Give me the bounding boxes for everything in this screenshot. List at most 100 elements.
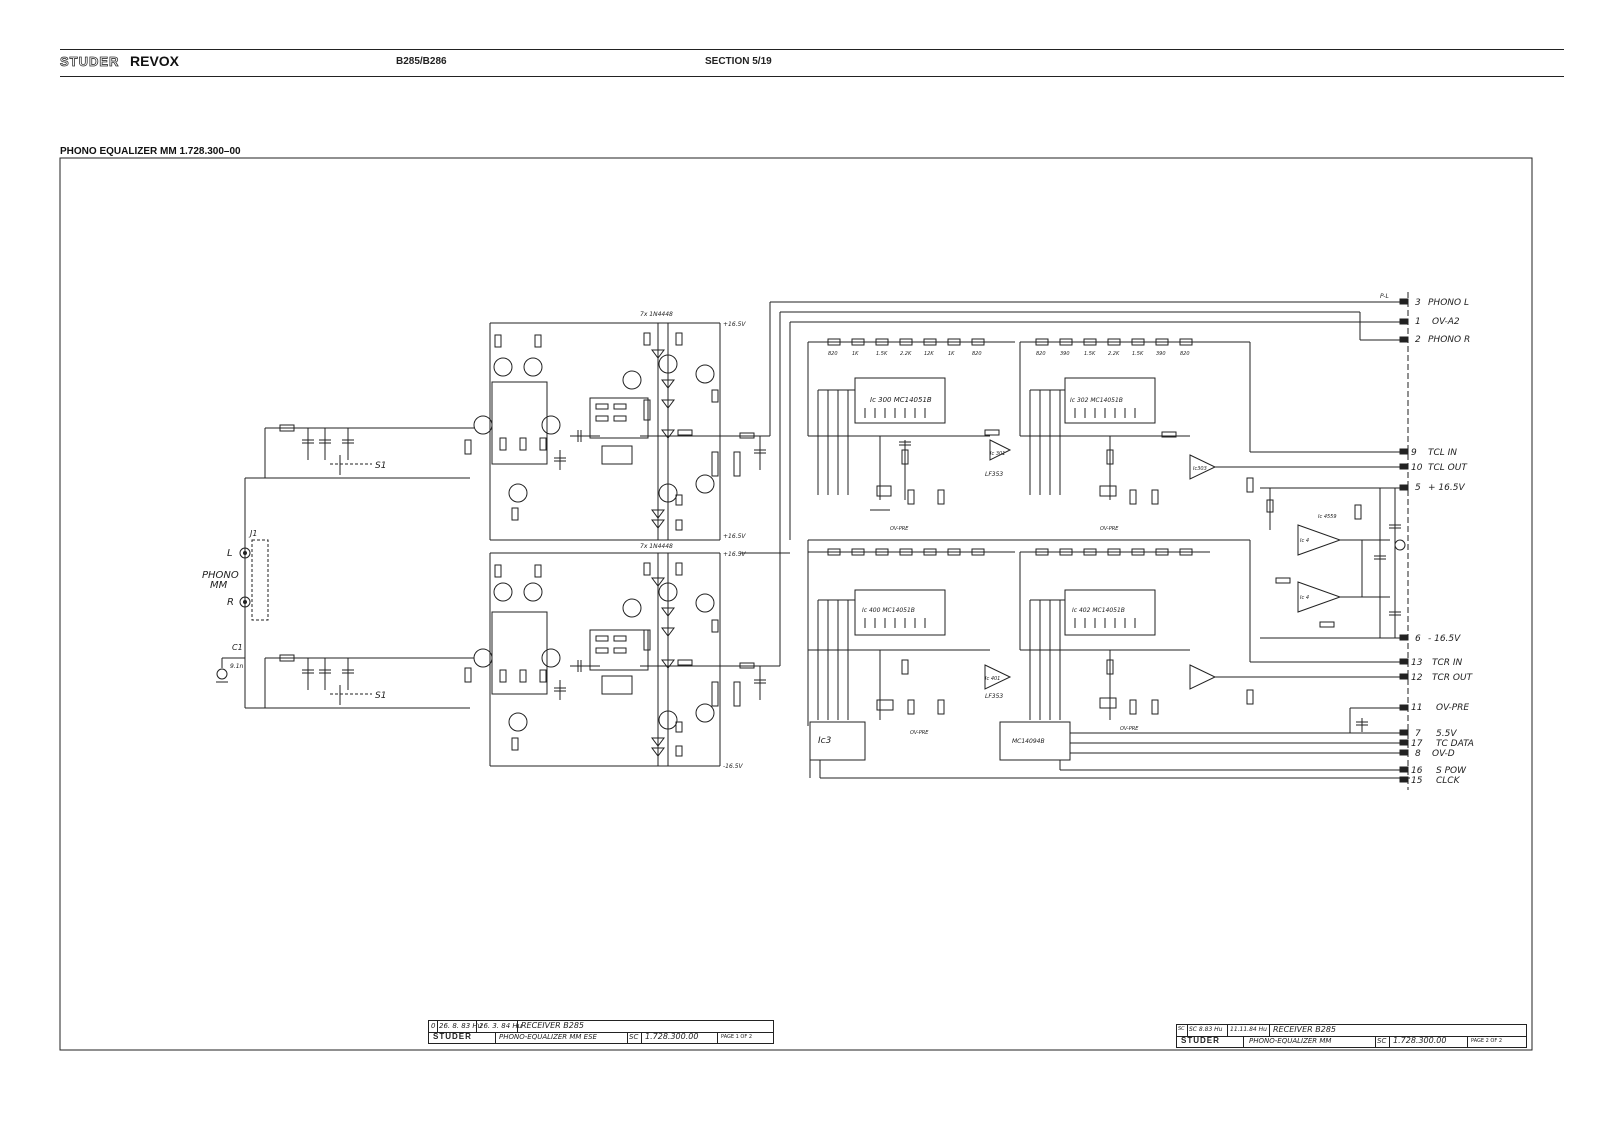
- tb2-rev: SC: [1178, 1026, 1185, 1032]
- model-number: B285/B286: [396, 56, 447, 67]
- brand-studer: STUDER: [60, 54, 120, 70]
- ic3-label: Ic3: [818, 736, 832, 746]
- ic4a-label: Ic 4: [1300, 538, 1309, 544]
- diagram-title: PHONO EQUALIZER MM 1.728.300–00: [60, 146, 241, 157]
- pin-13-num: 13: [1411, 658, 1423, 668]
- ic400-label: Ic 400 MC14051B: [862, 607, 915, 614]
- connector-pins: [1399, 298, 1409, 783]
- ov-pre-label-3: OV-PRE: [910, 730, 929, 736]
- tb2-brand: STUDER: [1181, 1036, 1220, 1045]
- pin-16-label: S POW: [1436, 766, 1467, 776]
- tone-control-left-2: [1019, 338, 1408, 505]
- pin-9-num: 9: [1411, 448, 1417, 458]
- tb2-date1: SC 8.83 Hu: [1189, 1026, 1223, 1033]
- pin-12-num: 12: [1411, 673, 1423, 683]
- diode-note-top: 7x 1N4448: [640, 311, 673, 318]
- lf353-bottom: LF353: [985, 693, 1003, 700]
- ic302-label: Ic 302 MC14051B: [1070, 397, 1123, 404]
- ic301-label: Ic 301: [990, 451, 1005, 457]
- tb1-code: SC: [629, 1033, 639, 1041]
- preamp-channel-right: [464, 552, 780, 767]
- ladder-mid-r4: 2.2K: [1108, 351, 1120, 357]
- lf353-top: LF353: [985, 471, 1003, 478]
- ladder-mid-r3: 1.5K: [1084, 351, 1096, 357]
- pin-5-num: 5: [1415, 483, 1421, 493]
- mc14094-label: MC14094B: [1012, 738, 1045, 745]
- tone-control-right-2: [999, 540, 1408, 771]
- header-rule-top: [60, 49, 1564, 50]
- jack-label: J1: [248, 529, 257, 538]
- supply-pos-mid2: +16.5V: [723, 551, 746, 558]
- right-channel-label: R: [227, 597, 234, 608]
- brand-revox: REVOX: [130, 53, 180, 69]
- ic300-label: Ic 300 MC14051B: [870, 396, 932, 404]
- ladder-top-r5: 12K: [924, 351, 934, 357]
- ladder-top-r1: 820: [828, 351, 838, 357]
- ic303-label: Ic303: [1193, 466, 1207, 472]
- pin-10-num: 10: [1411, 463, 1423, 473]
- pin-7-num: 7: [1415, 729, 1421, 739]
- tb2-number: 1.728.300.00: [1393, 1036, 1447, 1045]
- pin-6-label: - 16.5V: [1428, 634, 1461, 644]
- ladder-mid-r7: 820: [1180, 351, 1190, 357]
- pin-1-label: OV-A2: [1432, 317, 1460, 327]
- supply-pos-mid: +16.5V: [723, 533, 746, 540]
- pin-2-num: 2: [1415, 335, 1421, 345]
- pin-6-num: 6: [1415, 634, 1421, 644]
- c1-label: C1: [232, 643, 243, 652]
- section-number: SECTION 5/19: [705, 56, 772, 67]
- tb2-drawing: PHONO-EQUALIZER MM: [1249, 1037, 1332, 1045]
- header-rule-bottom: [60, 76, 1564, 77]
- ic4b-label: Ic 4: [1300, 595, 1309, 601]
- tone-control-right: [807, 539, 1410, 779]
- tb2-page: PAGE 2 OF 2: [1471, 1038, 1503, 1044]
- power-section: [1260, 487, 1408, 639]
- tb1-brand: STUDER: [433, 1032, 472, 1041]
- pin-3-label: PHONO L: [1428, 298, 1469, 308]
- tb1-rev: 0: [431, 1022, 436, 1030]
- pin-13-label: TCR IN: [1432, 658, 1463, 668]
- supply-pos-top: +16.5V: [723, 321, 746, 328]
- pin-9-label: TCL IN: [1428, 448, 1457, 458]
- ladder-mid-r1: 820: [1036, 351, 1046, 357]
- phono-label: PHONO: [202, 570, 239, 581]
- pl-label: P-L: [1380, 293, 1389, 300]
- ladder-mid-r6: 390: [1156, 351, 1166, 357]
- diode-note-bottom: 7x 1N4448: [640, 543, 673, 550]
- tb1-drawing: PHONO-EQUALIZER MM ESE: [499, 1033, 597, 1041]
- ov-pre-label-1: OV-PRE: [890, 526, 909, 532]
- input-section: [216, 424, 470, 709]
- pin-8-label: OV-D: [1432, 749, 1455, 759]
- mm-label: MM: [210, 580, 228, 591]
- pin-1-num: 1: [1415, 317, 1421, 327]
- pin-17-num: 17: [1411, 739, 1423, 749]
- tb2-date2: 11.11.84 Hu: [1230, 1026, 1267, 1033]
- title-block-page-2: SC SC 8.83 Hu 11.11.84 Hu RECEIVER B285 …: [1176, 1024, 1527, 1048]
- tb1-number: 1.728.300.00: [645, 1032, 699, 1041]
- supply-neg-bottom: -16.5V: [723, 763, 744, 770]
- pin-11-label: OV-PRE: [1436, 703, 1469, 713]
- pin-17-label: TC DATA: [1436, 739, 1474, 749]
- pin-15-num: 15: [1411, 776, 1423, 786]
- ladder-top-r3: 1.5K: [876, 351, 888, 357]
- ladder-top-r4: 2.2K: [900, 351, 912, 357]
- ladder-mid-r2: 390: [1060, 351, 1070, 357]
- title-block-page-1: 0 26. 8. 83 Hu 26. 3. 84 Hu RECEIVER B28…: [428, 1020, 774, 1044]
- ladder-top-r7: 820: [972, 351, 982, 357]
- pin-5-label: + 16.5V: [1428, 483, 1465, 493]
- ic401-label: Ic 401: [985, 676, 1000, 682]
- pin-7-label: 5.5V: [1436, 729, 1457, 739]
- ic402-label: Ic 402 MC14051B: [1072, 607, 1125, 614]
- tb1-date2: 26. 3. 84 Hu: [479, 1022, 523, 1030]
- ov-pre-label-4: OV-PRE: [1120, 726, 1139, 732]
- left-channel-label: L: [227, 548, 233, 559]
- preamp-channel-left: [464, 322, 770, 541]
- tb1-date1: 26. 8. 83 Hu: [439, 1022, 483, 1030]
- signal-routing: [740, 292, 1409, 790]
- drawing-frame: [59, 157, 1533, 1051]
- ladder-mid-r5: 1.5K: [1132, 351, 1144, 357]
- ic4-type-label: Ic 4559: [1318, 514, 1337, 520]
- tb2-product: RECEIVER B285: [1273, 1025, 1336, 1034]
- ladder-top-r2: 1K: [852, 351, 859, 357]
- pin-12-label: TCR OUT: [1432, 673, 1474, 683]
